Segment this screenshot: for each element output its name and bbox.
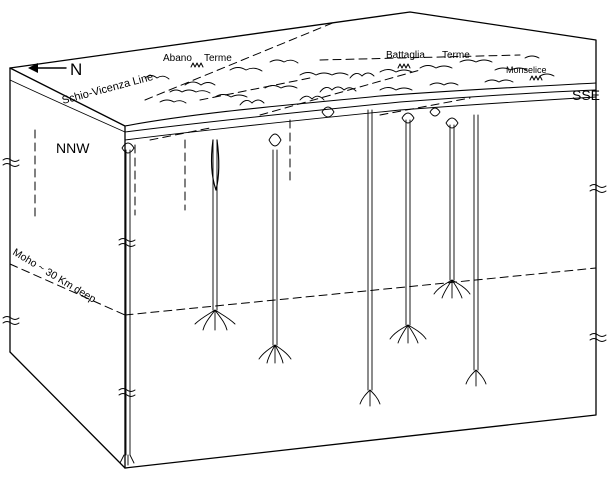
north-label: N — [70, 60, 82, 79]
break-mark-left-2 — [2, 316, 20, 325]
conduit-7 — [465, 114, 487, 387]
front-top-edge — [124, 82, 597, 127]
conduit-2 — [194, 139, 236, 331]
break-mark-right-1 — [589, 184, 607, 193]
moho-dashed-line-left — [9, 263, 126, 316]
town-symbols — [190, 62, 543, 81]
break-marks — [2, 158, 607, 397]
arrow-left-icon — [28, 63, 38, 73]
battaglia-town-icon — [397, 63, 411, 69]
surface-dashed-line-5 — [379, 97, 471, 116]
town-label-abano-suffix: Terme — [204, 53, 232, 64]
surface-dashed-line-1 — [199, 77, 311, 101]
outline-top-right — [9, 11, 597, 469]
block-outline — [9, 11, 597, 469]
surface-dashed-line-4 — [149, 127, 211, 141]
crust-layer-left — [9, 79, 126, 133]
town-label-battaglia: Battaglia — [386, 50, 425, 61]
break-mark-front-1 — [118, 238, 136, 247]
crust-layer-2 — [124, 96, 597, 141]
conduit-4 — [359, 109, 381, 407]
town-label-monselice: Monselice — [506, 65, 547, 75]
dashed-lines — [9, 21, 597, 316]
surface-dashed-line-3 — [259, 69, 421, 116]
moho-label: Moho ~ 30 Km deep — [10, 246, 98, 305]
terrain-hatching — [144, 55, 555, 106]
town-label-battaglia-suffix: Terme — [442, 50, 470, 61]
surface-dashed-line-2 — [319, 54, 521, 61]
front-left-edges — [9, 67, 126, 469]
hydrothermal-conduits — [119, 106, 487, 466]
break-mark-left-1 — [2, 158, 20, 167]
crust-layers — [9, 79, 597, 141]
town-label-abano: Abano — [163, 53, 192, 64]
conduit-6 — [433, 117, 471, 299]
conduit-5 — [389, 112, 427, 344]
break-mark-right-2 — [589, 333, 607, 342]
abano-town-icon — [190, 62, 204, 68]
schio-vicenza-dashed-line — [144, 21, 336, 101]
conduit-3 — [258, 133, 292, 364]
direction-label-left: NNW — [56, 140, 90, 156]
crust-layer-1 — [124, 89, 597, 133]
north-arrow: N — [28, 60, 82, 79]
break-mark-front-2 — [118, 388, 136, 397]
moho-dashed-line — [124, 267, 597, 316]
conduit-1 — [119, 142, 135, 466]
monselice-town-icon — [529, 75, 543, 81]
direction-label-right: SSE — [572, 87, 600, 103]
bottom-left-edge — [9, 351, 126, 469]
